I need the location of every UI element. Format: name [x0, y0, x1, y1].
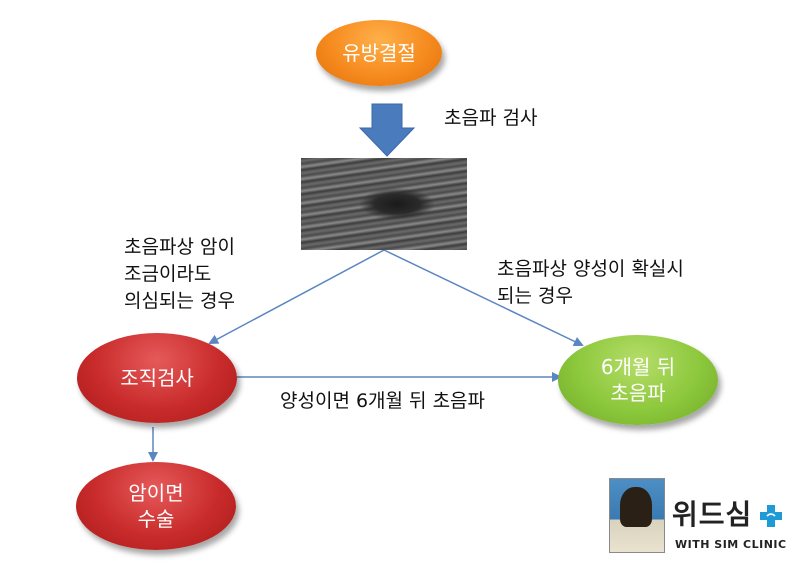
- connector-to-biopsy: [208, 249, 385, 344]
- node-biopsy-label: 조직검사: [120, 366, 194, 390]
- medical-cross-icon: [760, 505, 782, 527]
- ultrasound-image: [301, 158, 467, 250]
- clinic-logo-brand: 위드심: [672, 498, 753, 531]
- connector-to-followup: [383, 249, 584, 347]
- big-down-arrow: [358, 103, 416, 157]
- label-ultrasound-exam: 초음파 검사: [444, 107, 538, 129]
- label-certain-benign: 초음파상 양성이 확실시 되는 경우: [497, 258, 684, 307]
- node-surgery-label: 암이면 수술: [128, 481, 184, 531]
- node-followup-ultrasound: 6개월 뒤 초음파: [558, 335, 718, 425]
- node-biopsy: 조직검사: [77, 333, 237, 423]
- node-followup-label: 6개월 뒤 초음파: [600, 355, 676, 405]
- label-benign-then: 양성이면 6개월 뒤 초음파: [280, 390, 486, 412]
- node-breast-nodule-label: 유방결절: [342, 41, 416, 65]
- node-surgery: 암이면 수술: [76, 462, 236, 550]
- label-suspect-cancer: 초음파상 암이 조금이라도 의심되는 경우: [124, 236, 235, 312]
- logo-figure-graphic: [620, 487, 652, 527]
- clinic-logo-image: [609, 478, 665, 553]
- node-breast-nodule: 유방결절: [316, 20, 442, 86]
- clinic-logo-subtitle: WITH SIM CLINIC: [675, 538, 787, 551]
